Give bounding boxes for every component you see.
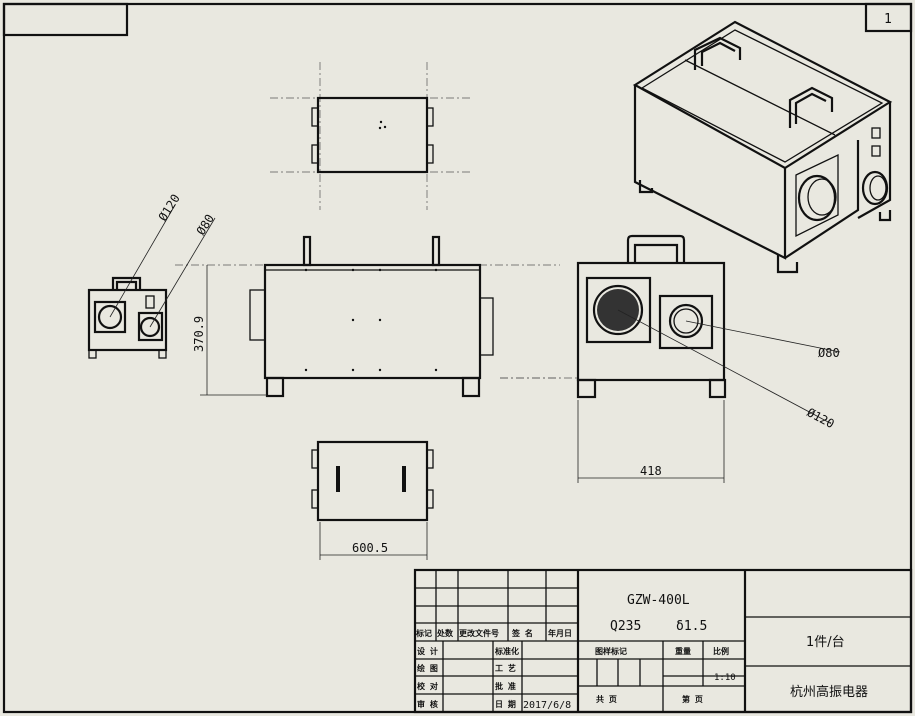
thickness: δ1.5 xyxy=(676,619,707,634)
sign-label: 标准化 xyxy=(494,646,519,656)
right-view xyxy=(500,234,841,424)
dim-height: 370.9 xyxy=(192,316,206,352)
dim-d80-left: Ø80 xyxy=(194,212,217,238)
scale-label: 比例 xyxy=(713,646,729,656)
quantity: 1件/台 xyxy=(806,635,845,650)
dim-d80-right: Ø80 xyxy=(818,346,840,360)
sign-label: 绘 图 xyxy=(417,663,438,673)
model-name: GZW-400L xyxy=(627,593,690,608)
title-block: 标记 处数 更改文件号 签 名 年月日 设 计 绘 图 校 对 审 核 标准化 … xyxy=(413,568,913,714)
rev-header: 年月日 xyxy=(548,628,572,638)
sheet-number: 1 xyxy=(884,12,892,27)
date-value: 2017/6/8 xyxy=(523,700,571,711)
total-pages: 共 页 xyxy=(596,694,617,704)
dim-length: 600.5 xyxy=(352,541,388,555)
sign-label: 日 期 xyxy=(495,699,516,709)
sign-label: 工 艺 xyxy=(495,663,516,673)
dim-d120-right: Ø120 xyxy=(805,405,837,431)
rev-header: 标记 xyxy=(415,628,432,638)
sign-label: 校 对 xyxy=(417,681,438,691)
corner-box-right xyxy=(864,2,913,33)
page-number: 第 页 xyxy=(682,694,703,704)
isometric-view xyxy=(632,20,893,274)
weight-label: 重量 xyxy=(675,646,691,656)
sign-label: 批 准 xyxy=(495,681,516,691)
scale-value: 1:10 xyxy=(714,673,736,683)
material: Q235 xyxy=(610,619,641,634)
rev-header: 更改文件号 xyxy=(459,628,499,638)
rev-header: 签 名 xyxy=(511,628,533,638)
company-name: 杭州高振电器 xyxy=(790,684,868,700)
dimension-lines xyxy=(200,265,725,560)
sign-label: 设 计 xyxy=(417,646,438,656)
drawing-mark-label: 图样标记 xyxy=(595,646,627,656)
sign-label: 审 核 xyxy=(417,699,438,709)
top-view xyxy=(270,62,470,210)
front-view xyxy=(175,235,560,398)
dim-d120-left: Ø120 xyxy=(156,192,183,224)
bottom-view xyxy=(311,440,434,522)
rev-header: 处数 xyxy=(436,628,454,638)
left-view xyxy=(87,204,216,359)
dim-width: 418 xyxy=(640,464,662,478)
corner-box-left xyxy=(2,2,129,37)
